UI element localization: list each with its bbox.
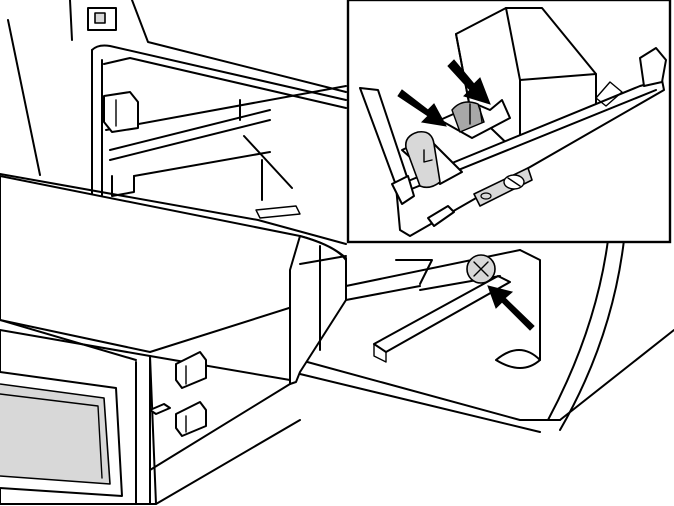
upper-shelf-back xyxy=(109,119,271,161)
floor-bracket xyxy=(395,259,433,285)
floor-right-edge xyxy=(559,329,674,421)
inset-left-arrow-icon xyxy=(397,89,447,127)
inset-holder-hinge xyxy=(391,175,415,205)
cavity-floor-base xyxy=(299,373,541,433)
inset-holder-base xyxy=(395,79,665,237)
lower-cavity-edge xyxy=(133,151,271,177)
body-right-curve xyxy=(547,239,609,421)
inset-holder-right-tab xyxy=(639,47,667,87)
tray-top-right-lip xyxy=(299,255,347,265)
machine-body xyxy=(7,0,674,433)
knob-arrow-icon xyxy=(487,285,535,331)
body-right-curve-outer xyxy=(559,239,625,431)
cavity-floor-lip xyxy=(345,285,421,301)
inset-gear-teeth xyxy=(469,103,483,125)
top-connector-window xyxy=(94,12,106,24)
tray-bottom-edge xyxy=(149,383,291,471)
upper-rail-top xyxy=(103,57,347,109)
top-slot-edge xyxy=(69,0,73,41)
inset-dial-notch xyxy=(480,192,492,200)
rail-stub-upper xyxy=(255,205,301,219)
inset-dial-mark xyxy=(507,177,521,187)
tray-back-edge xyxy=(0,173,347,245)
tray-handle-recess xyxy=(0,383,111,485)
lower-cavity-slot xyxy=(111,175,135,197)
tray-bottom-lower xyxy=(155,419,301,505)
tray-latch-upper xyxy=(175,351,207,389)
cavity-right-wall xyxy=(519,249,541,361)
upper-rail-diagonal xyxy=(105,85,347,131)
inset-roller xyxy=(404,130,441,189)
upper-shelf-front xyxy=(109,109,271,151)
release-knob-mark xyxy=(473,261,489,277)
inset-right-arrow-icon xyxy=(447,59,491,105)
inset-roller-mark xyxy=(423,149,433,163)
cavity-floor-back xyxy=(345,249,521,287)
main-arrow xyxy=(487,285,535,331)
tray-assembly xyxy=(0,173,347,505)
floor-recess xyxy=(495,349,541,369)
tray-latch-lower xyxy=(175,401,207,437)
detail-inset xyxy=(346,0,672,244)
tray-handle-inner xyxy=(0,393,103,479)
inset-gear xyxy=(451,101,485,133)
left-panel-edge xyxy=(7,19,41,176)
body-top-rim xyxy=(131,0,347,93)
inset-holder-window xyxy=(427,205,455,227)
floor-rail-bar-end xyxy=(373,343,387,363)
tray-rail-stub xyxy=(149,403,171,415)
cavity-floor-front xyxy=(299,359,561,421)
tray-front-top-right xyxy=(149,355,291,385)
cavity-top-edge xyxy=(91,44,347,101)
cavity-rib xyxy=(243,135,293,189)
inset-holder-catch xyxy=(595,81,623,107)
floor-rail-bar xyxy=(373,275,511,353)
tray-front-top-edge xyxy=(0,319,137,361)
cavity-latch xyxy=(103,91,139,133)
